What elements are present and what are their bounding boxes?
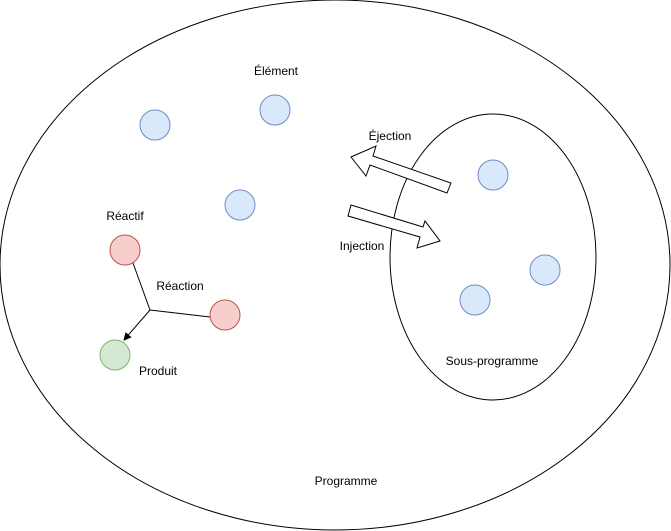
reactant-label: Réactif	[106, 209, 144, 223]
reactant-circle[interactable]	[109, 234, 141, 266]
product-circle[interactable]	[99, 339, 131, 371]
element-circle[interactable]	[459, 284, 491, 316]
element-circle[interactable]	[224, 189, 256, 221]
element-circle[interactable]	[477, 159, 509, 191]
reaction-line	[132, 262, 151, 311]
element-circle[interactable]	[529, 254, 561, 286]
subprogram-label: Sous-programme	[446, 354, 539, 368]
ejection-arrow[interactable]	[350, 145, 452, 194]
reaction-line	[149, 309, 211, 318]
reaction-arrow	[123, 309, 151, 341]
element-circle[interactable]	[139, 109, 171, 141]
reaction-label: Réaction	[156, 279, 203, 293]
program-label: Programme	[315, 474, 378, 488]
injection-arrow[interactable]	[347, 204, 441, 249]
ejection-label: Éjection	[369, 128, 412, 143]
injection-label: Injection	[340, 239, 385, 253]
reactant-circle[interactable]	[209, 299, 241, 331]
element-circle[interactable]	[259, 94, 291, 126]
product-label: Produit	[139, 364, 178, 378]
element-label: Élément	[254, 63, 299, 78]
